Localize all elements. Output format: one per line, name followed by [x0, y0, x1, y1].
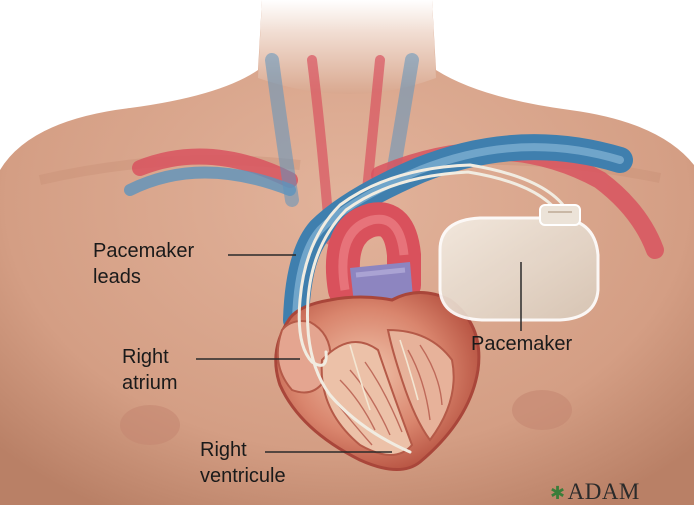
right-nipple: [512, 390, 572, 430]
right-atrium-label-line1: Right: [122, 346, 169, 368]
right-ventricle-label: Right ventricule: [200, 437, 286, 489]
adam-logo-text: ADAM: [568, 479, 640, 504]
pacemaker-leads-label-line2: leads: [93, 266, 141, 288]
palm-tree-icon: ✱: [550, 483, 566, 503]
right-atrium-label: Right atrium: [122, 344, 178, 396]
right-ventricle-label-line1: Right: [200, 439, 247, 461]
left-nipple: [120, 405, 180, 445]
pacemaker-label: Pacemaker: [471, 331, 572, 357]
pacemaker-leads-label: Pacemaker leads: [93, 238, 194, 290]
right-ventricle-label-line2: ventricule: [200, 465, 286, 487]
right-atrium-label-line2: atrium: [122, 372, 178, 394]
adam-logo: ✱ADAM: [550, 478, 640, 507]
pacemaker-leads-label-line1: Pacemaker: [93, 240, 194, 262]
pacemaker-device: [440, 205, 598, 320]
